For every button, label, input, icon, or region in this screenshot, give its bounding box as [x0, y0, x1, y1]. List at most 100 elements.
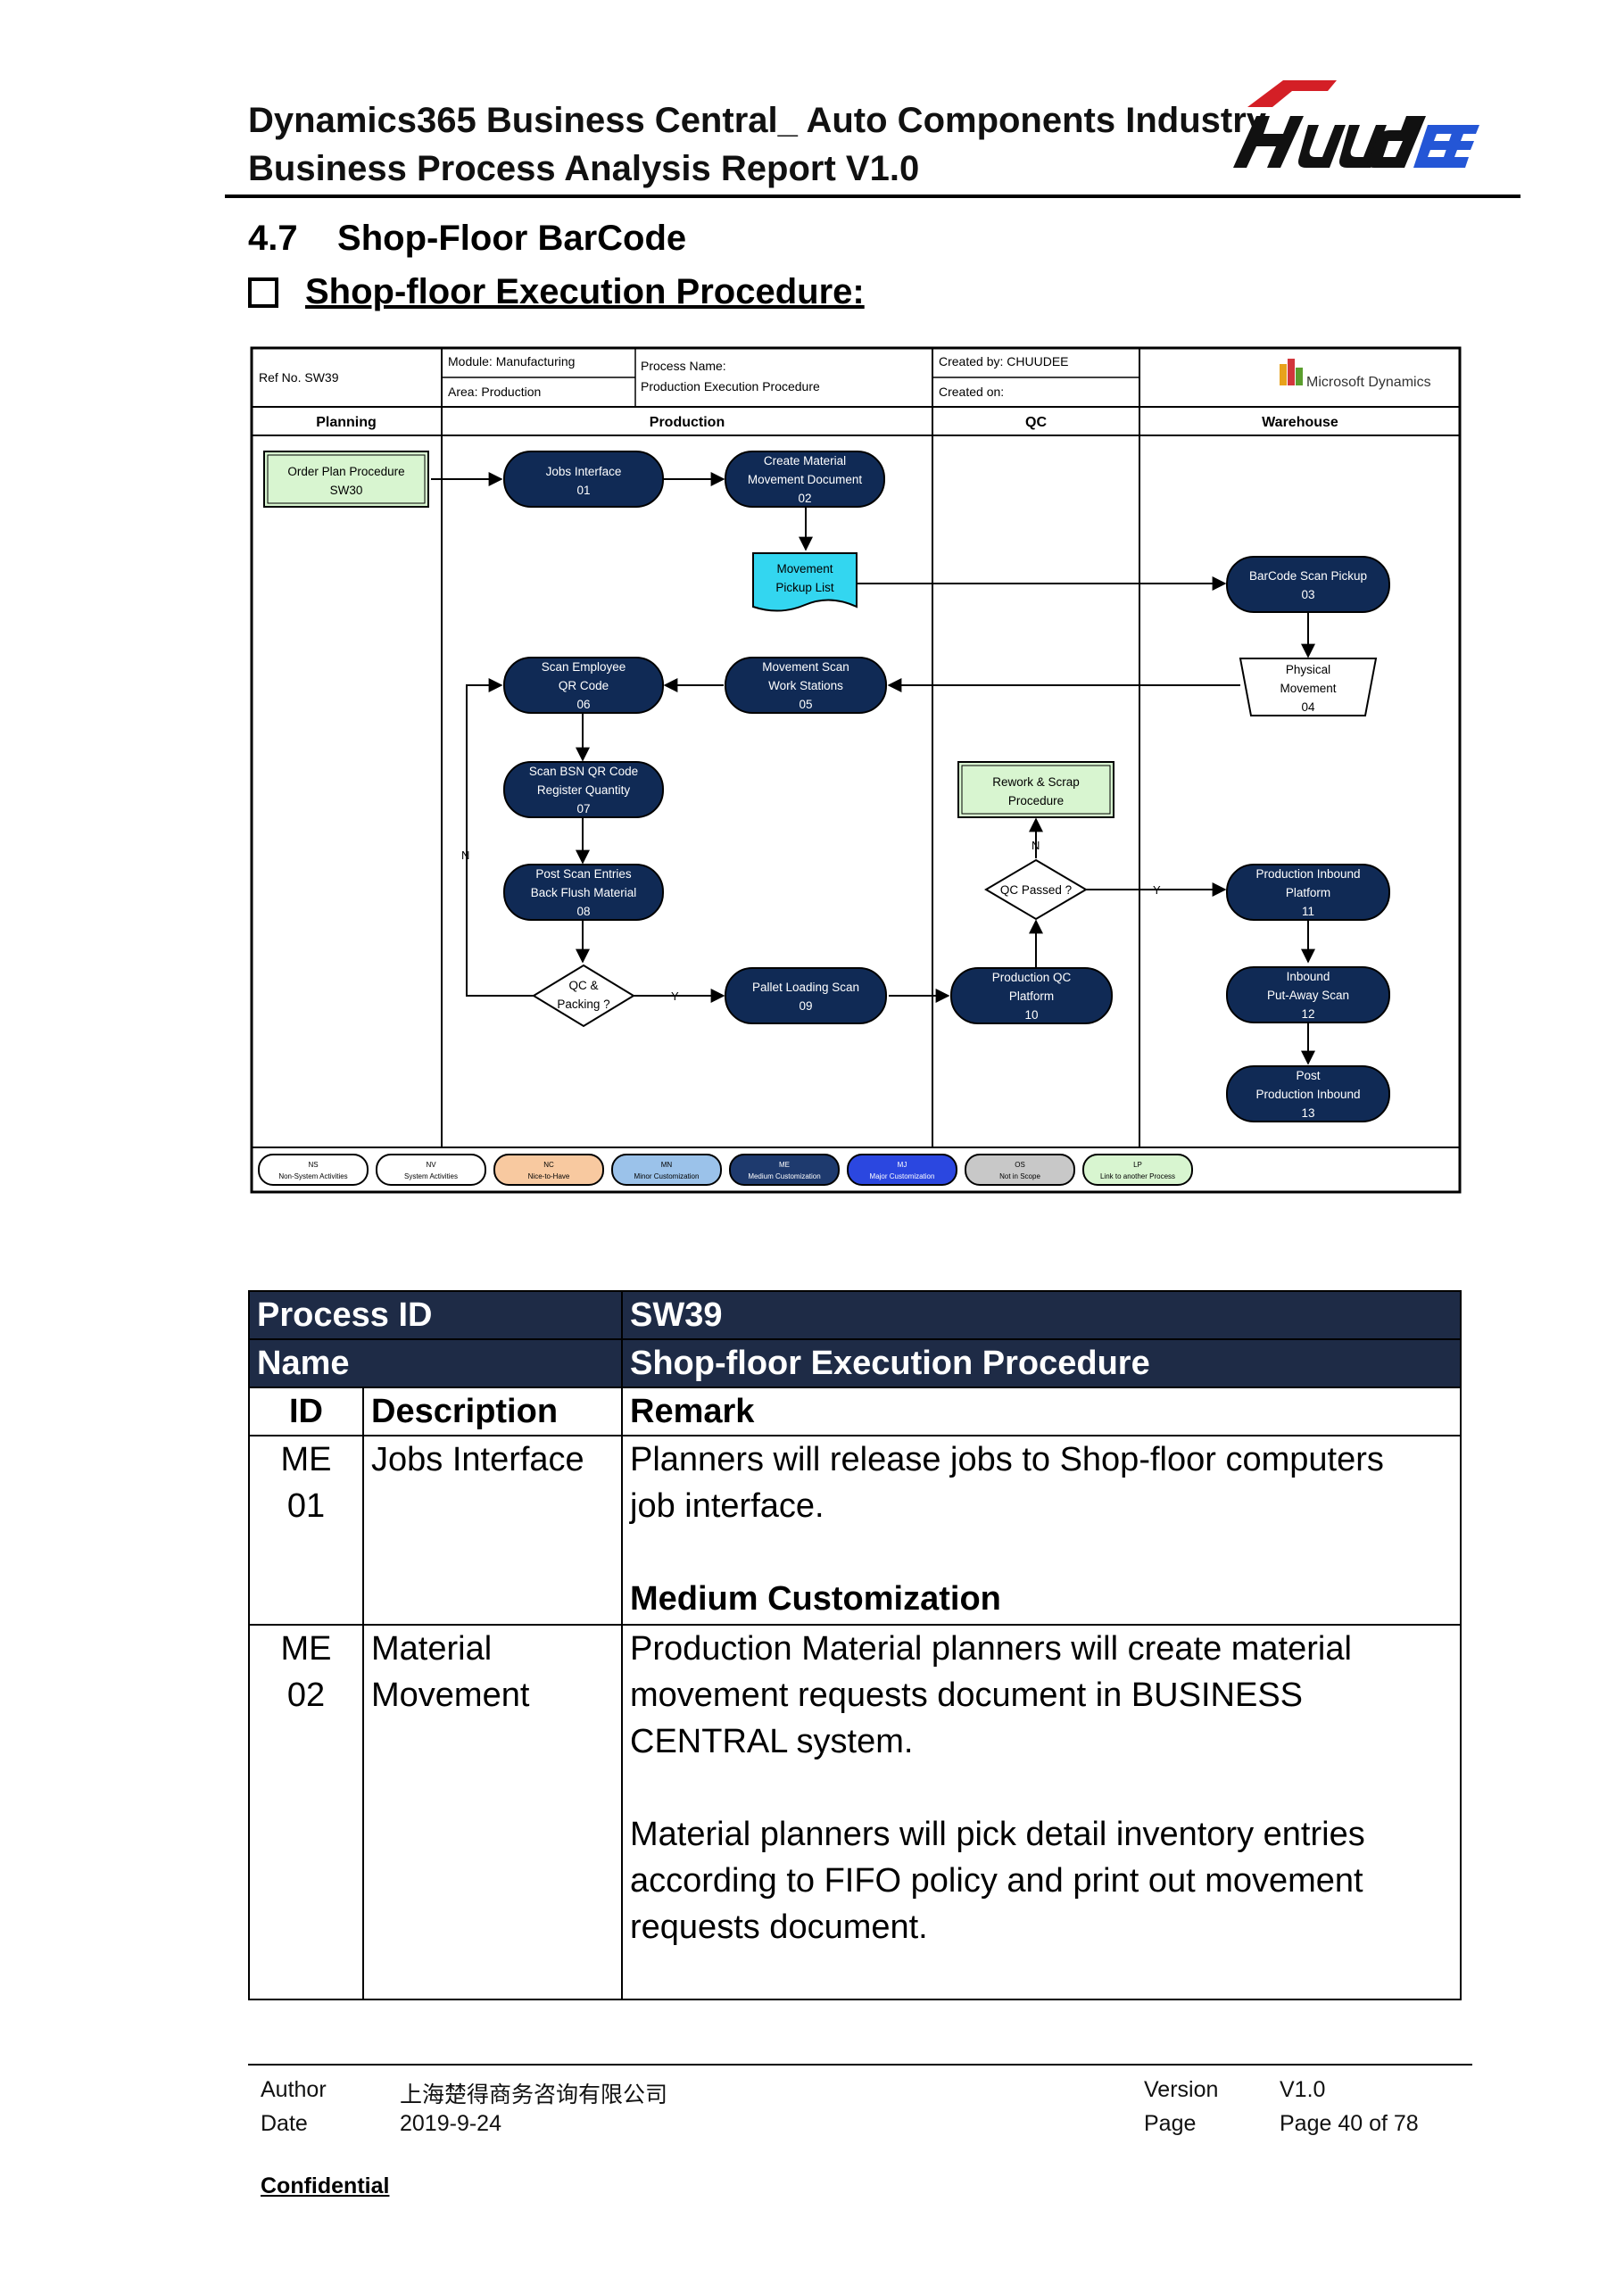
node-order-plan-line2: SW30	[330, 484, 363, 497]
node-ppi-line3: 13	[1301, 1106, 1314, 1120]
legend-swatch	[258, 1154, 369, 1186]
col-remark-header: Remark	[621, 1387, 1462, 1436]
node-rework-scrap: Rework & Scrap Procedure	[957, 761, 1114, 818]
confidential-label: Confidential	[261, 2173, 390, 2198]
node-create-mat-line2: Movement Document	[748, 473, 863, 486]
col-desc-header: Description	[362, 1387, 623, 1436]
row-id-cell: ME 01	[248, 1435, 364, 1626]
remark-line: Planners will release jobs to Shop-floor…	[630, 1441, 1384, 1478]
footer-date: 2019-9-24	[400, 2111, 501, 2136]
row-id-line: ME	[280, 1441, 332, 1478]
name-value: Shop-floor Execution Procedure	[621, 1338, 1462, 1388]
edge-label-n2: N	[1032, 839, 1040, 852]
node-barcode-pickup: BarCode Scan Pickup 03	[1226, 556, 1390, 613]
node-movement-scan: Movement Scan Work Stations 05	[725, 657, 887, 714]
node-bsn-line2: Register Quantity	[537, 783, 631, 797]
node-ppi-line1: Post	[1296, 1069, 1320, 1082]
node-pallet-line2: 09	[799, 999, 812, 1013]
col-id-header: ID	[248, 1387, 364, 1436]
name-label: Name	[248, 1338, 623, 1388]
node-pqc-line3: 10	[1024, 1008, 1038, 1022]
legend-swatch	[965, 1154, 1075, 1186]
node-physical-line3: 04	[1301, 700, 1315, 714]
remark-line: according to FIFO policy and print out m…	[630, 1862, 1363, 1900]
remark-line: Medium Customization	[630, 1580, 1001, 1618]
remark-line: requests document.	[630, 1908, 928, 1946]
report-title-line1: Dynamics365 Business Central_ Auto Compo…	[248, 101, 1267, 140]
legend-label: System Activities	[404, 1172, 458, 1180]
node-putaway-line1: Inbound	[1287, 970, 1330, 983]
legend-label: Non-System Activities	[278, 1172, 347, 1180]
legend-swatch	[847, 1154, 957, 1186]
node-order-plan: Order Plan Procedure SW30	[263, 451, 429, 508]
node-create-material: Create Material Movement Document 02	[725, 451, 885, 508]
process-flow-diagram: Ref No. SW39 Module: Manufacturing Area:…	[250, 346, 1462, 1194]
node-qcpack-line1: QC &	[568, 979, 598, 992]
remark-line: Material planners will pick detail inven…	[630, 1816, 1365, 1853]
node-pickup-line2: Pickup List	[775, 581, 834, 594]
node-scan-bsn: Scan BSN QR Code Register Quantity 07	[503, 761, 664, 818]
legend-swatch	[376, 1154, 486, 1186]
node-scan-employee: Scan Employee QR Code 06	[503, 657, 664, 714]
node-barcode-line2: 03	[1301, 588, 1314, 601]
remark-spacer	[630, 1529, 1453, 1576]
report-title: Dynamics365 Business Central_ Auto Compo…	[248, 96, 1266, 193]
ms-logo: Microsoft Dynamics	[1280, 359, 1431, 390]
node-pickup-line1: Movement	[776, 562, 833, 575]
footer-date-label: Date	[261, 2111, 308, 2136]
legend-label: Minor Customization	[634, 1172, 700, 1180]
node-physical-line2: Movement	[1280, 682, 1336, 695]
edge-label-y1: Y	[671, 989, 679, 1003]
footer-author: 上海楚得商务咨询有限公司	[400, 2082, 668, 2107]
footer-version-label: Version	[1144, 2077, 1219, 2102]
legend-code: MJ	[898, 1161, 907, 1169]
section-subtitle-text: Shop-floor Execution Procedure:	[305, 272, 865, 311]
footer-author-label: Author	[261, 2077, 327, 2102]
row-desc-cell: Jobs Interface	[362, 1435, 623, 1626]
row-remark-cell: Planners will release jobs to Shop-floor…	[621, 1435, 1462, 1626]
lane-planning: Planning	[316, 415, 377, 430]
edge-label-n1: N	[461, 849, 469, 862]
lane-qc: QC	[1025, 415, 1047, 430]
legend-item: MJ Major Customization	[847, 1154, 957, 1186]
node-pqc-line1: Production QC	[992, 971, 1072, 984]
footer-page: Page 40 of 78	[1280, 2111, 1419, 2136]
header-rule	[225, 195, 1520, 198]
remark-spacer	[630, 1765, 1453, 1811]
node-qcpass-line1: QC Passed ?	[1000, 883, 1072, 897]
module-label: Module: Manufacturing	[448, 354, 575, 368]
section-subtitle: Shop-floor Execution Procedure:	[248, 272, 865, 312]
process-id-label: Process ID	[248, 1290, 623, 1340]
node-mvscan-line3: 05	[799, 698, 812, 711]
edge-label-y2: Y	[1153, 883, 1161, 897]
table-row: ME 01 Jobs Interface Planners will relea…	[248, 1435, 1462, 1626]
footer-rule	[248, 2064, 1472, 2066]
created-on: Created on:	[939, 385, 1004, 399]
legend-code: NS	[308, 1161, 318, 1169]
legend-swatch	[493, 1154, 604, 1186]
footer-version: V1.0	[1280, 2077, 1326, 2102]
legend-code: NC	[543, 1161, 554, 1169]
legend-label: Link to another Process	[1100, 1172, 1175, 1180]
row-desc-line: Jobs Interface	[371, 1441, 584, 1478]
node-inbound-putaway: Inbound Put-Away Scan 12	[1226, 966, 1390, 1023]
node-scanemp-line1: Scan Employee	[542, 660, 626, 674]
created-by: Created by: CHUUDEE	[939, 354, 1069, 368]
node-qc-passed: QC Passed ?	[984, 858, 1088, 921]
row-desc-line: Movement	[371, 1676, 530, 1714]
node-post-line1: Post Scan Entries	[535, 867, 632, 881]
node-barcode-line1: BarCode Scan Pickup	[1249, 569, 1367, 583]
table-header-row: ID Description Remark	[248, 1387, 1462, 1436]
process-table: Process ID SW39 Name Shop-floor Executio…	[248, 1290, 1462, 2000]
legend-swatch	[611, 1154, 722, 1186]
checkbox-icon	[248, 277, 278, 308]
node-pib-line1: Production Inbound	[1255, 867, 1360, 881]
legend-label: Major Customization	[870, 1172, 935, 1180]
ms-logo-text: Microsoft Dynamics	[1306, 375, 1431, 390]
node-bsn-line3: 07	[576, 802, 590, 815]
node-physical-line1: Physical	[1286, 663, 1330, 676]
table-row: Name Shop-floor Execution Procedure	[248, 1338, 1462, 1388]
